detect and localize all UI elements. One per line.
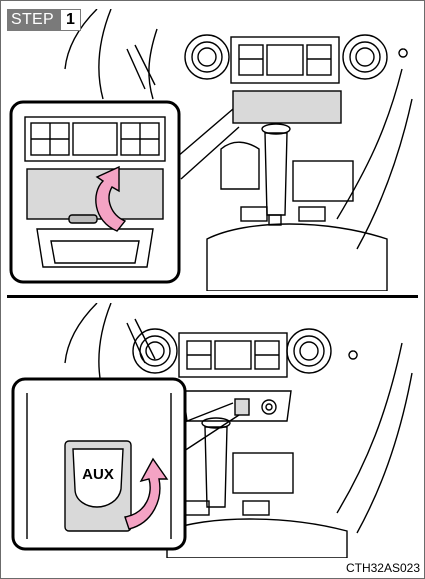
bottom-illustration: AUX	[7, 303, 418, 558]
step-label: STEP	[7, 9, 60, 31]
top-illustration	[7, 9, 418, 291]
aux-button-label: AUX	[82, 466, 114, 483]
console-drawing-bottom: AUX	[7, 303, 418, 558]
step-number: 1	[60, 9, 81, 31]
step-badge: STEP 1	[7, 9, 81, 31]
figure-code: CTH32AS023	[346, 561, 420, 575]
panel-divider	[7, 295, 418, 298]
console-drawing-top	[7, 9, 418, 291]
